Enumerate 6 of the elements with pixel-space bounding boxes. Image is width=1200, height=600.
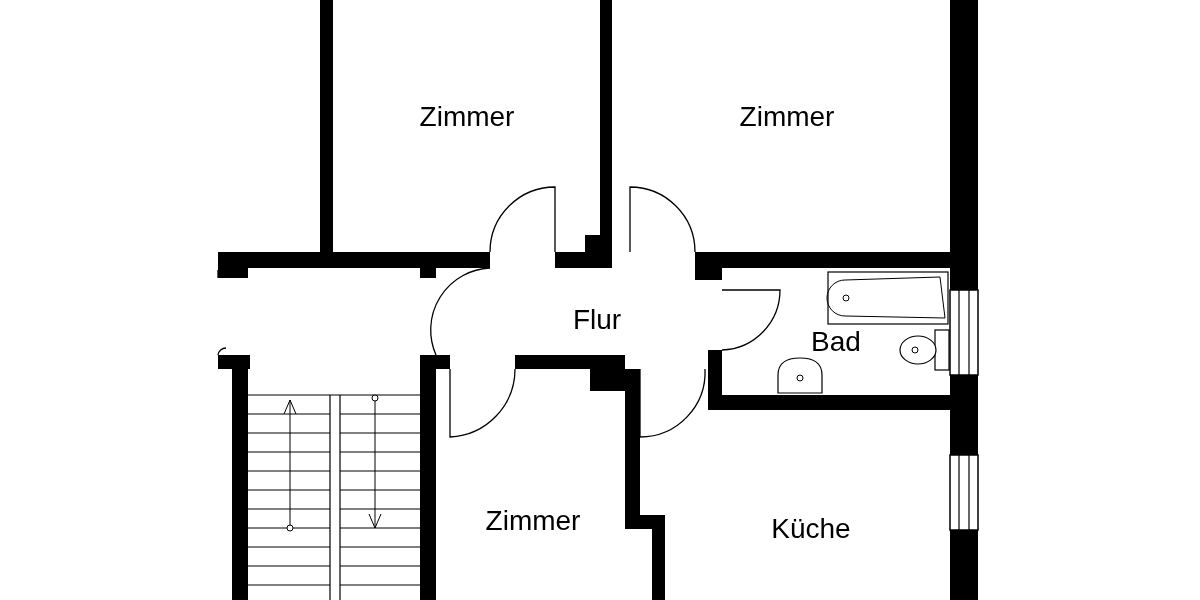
room-label: Zimmer [739, 101, 835, 133]
room-label: Küche [771, 513, 851, 545]
room-label: Bad [811, 326, 861, 358]
room-label: Flur [572, 304, 622, 336]
room-label: Zimmer [485, 505, 581, 537]
room-label: Zimmer [419, 101, 515, 133]
